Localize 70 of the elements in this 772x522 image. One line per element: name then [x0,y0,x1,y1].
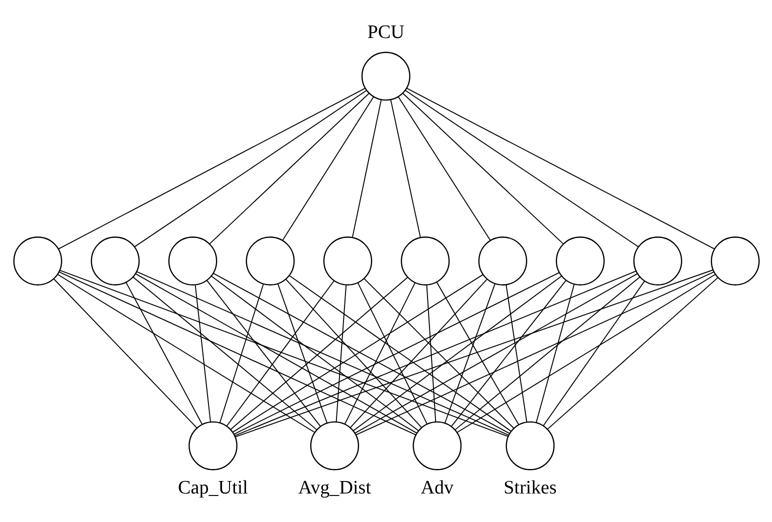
connector [349,278,487,428]
connector [546,277,718,430]
node-label: Adv [420,477,454,498]
node-circle [632,236,682,286]
connector [276,283,327,424]
connector [355,272,714,436]
node-circle [505,421,554,470]
connector [210,276,418,432]
node-circle [360,52,410,101]
connector [194,284,210,422]
connector [450,280,566,427]
connector [406,88,714,250]
node-label: Strikes [503,477,556,498]
connector [136,271,508,436]
connector [132,276,317,430]
connector [454,276,640,430]
node-circle [710,236,760,286]
connector [397,96,490,241]
connector [226,280,334,427]
connector [505,284,527,422]
connector [351,99,382,238]
node-circle [555,236,604,286]
connector [125,282,202,425]
connector [456,274,716,433]
connector [230,276,408,430]
node-label: Avg_Dist [298,477,370,498]
node-circle [245,236,294,286]
connector [542,280,644,426]
connector [535,284,574,424]
node-circle [168,236,217,286]
node-circle [478,236,527,286]
connector [134,273,417,434]
node-circle [188,421,237,470]
connector [218,284,264,424]
connector [352,276,562,432]
connector [426,284,436,422]
connector [58,88,366,250]
connector [134,90,367,248]
connector [212,272,510,434]
connector [58,272,416,436]
connector [436,282,519,426]
connector [444,283,495,424]
connector [282,96,374,241]
connector [354,273,638,434]
connector [404,90,638,248]
connector [234,270,713,438]
node-label: Cap_Util [178,477,248,498]
node-circle [412,421,462,470]
connector [56,274,315,433]
connector [208,92,369,244]
node-label: PCU [366,22,404,43]
connector [206,280,320,427]
node-circle [12,236,62,286]
connector [288,275,512,432]
connector [52,278,197,428]
connector [363,278,514,429]
connector [402,92,564,244]
connector [344,282,415,425]
node-circle [310,421,359,470]
connector [233,272,560,434]
connector [335,284,346,422]
node-circle [90,236,140,286]
connector [58,270,508,437]
node-circle [400,236,450,286]
node-circle [322,236,372,286]
connector [390,99,420,238]
connector [285,278,422,428]
connector [234,270,636,436]
connector [356,282,428,425]
connector [232,274,484,433]
